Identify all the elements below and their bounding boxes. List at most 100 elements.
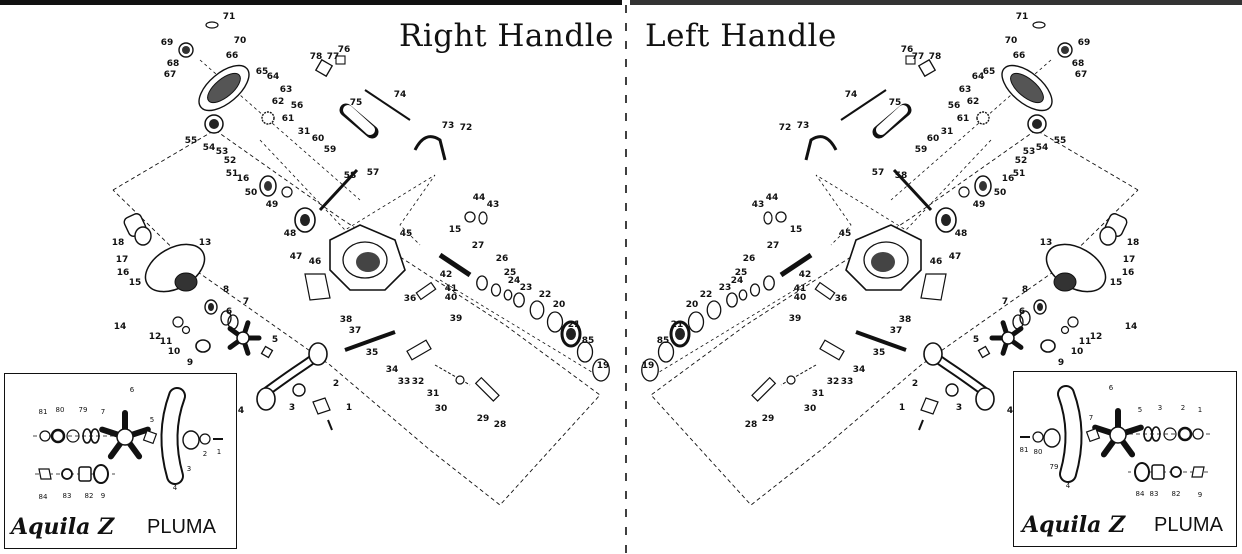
part-number-67: 67 bbox=[164, 70, 177, 80]
spool-washer bbox=[726, 292, 738, 308]
washer bbox=[958, 186, 970, 198]
part-number-71: 71 bbox=[223, 12, 236, 22]
part-number-37: 37 bbox=[349, 326, 362, 336]
part-number-22: 22 bbox=[539, 290, 552, 300]
part-number-3: 3 bbox=[289, 403, 295, 413]
part-number-60: 60 bbox=[927, 134, 940, 144]
part-number-48: 48 bbox=[284, 229, 297, 239]
part-number-28: 28 bbox=[494, 420, 507, 430]
part-number-67: 67 bbox=[1075, 70, 1088, 80]
disc-spring bbox=[220, 310, 232, 326]
side-plate-inner bbox=[1010, 72, 1044, 104]
part-number-52: 52 bbox=[224, 156, 237, 166]
part-number-70: 70 bbox=[1005, 36, 1018, 46]
level-wind-tube-inner bbox=[876, 105, 908, 135]
part-number-71: 71 bbox=[1016, 12, 1029, 22]
part-number-26: 26 bbox=[743, 254, 756, 264]
part-number-55: 55 bbox=[185, 136, 198, 146]
part-number-35: 35 bbox=[366, 348, 379, 358]
disc-spring bbox=[1019, 310, 1031, 326]
part-number-57: 57 bbox=[872, 168, 885, 178]
part-number-75: 75 bbox=[889, 98, 902, 108]
disc-spring bbox=[1143, 426, 1153, 442]
pinion-shaft bbox=[892, 168, 933, 212]
part-number-28: 28 bbox=[745, 420, 758, 430]
handle-arm-inner bbox=[162, 389, 184, 483]
part-number-75: 75 bbox=[350, 98, 363, 108]
part-number-37: 37 bbox=[890, 326, 903, 336]
part-number-7: 7 bbox=[1002, 297, 1008, 307]
inset-part-number-84: 84 bbox=[39, 493, 48, 501]
part-number-27: 27 bbox=[767, 241, 780, 251]
inset-part-number-84: 84 bbox=[1136, 490, 1145, 498]
part-number-2: 2 bbox=[333, 379, 339, 389]
part-number-8: 8 bbox=[223, 285, 229, 295]
part-number-72: 72 bbox=[460, 123, 473, 133]
part-number-49: 49 bbox=[973, 200, 986, 210]
drag-gear-core bbox=[941, 214, 951, 226]
part-number-46: 46 bbox=[309, 257, 322, 267]
inset-part-number-4: 4 bbox=[1066, 482, 1071, 490]
spool-washer bbox=[738, 289, 748, 301]
part-number-69: 69 bbox=[161, 38, 174, 48]
part-number-29: 29 bbox=[762, 414, 775, 424]
bearing-part bbox=[1170, 466, 1182, 478]
inset-part-number-83: 83 bbox=[1150, 490, 1159, 498]
inset-right-model: PLUMA bbox=[1154, 514, 1223, 536]
spool-washer bbox=[513, 292, 525, 308]
part-number-1: 1 bbox=[899, 403, 905, 413]
star-drag-hub bbox=[236, 331, 250, 345]
part-number-60: 60 bbox=[312, 134, 325, 144]
part-number-62: 62 bbox=[272, 97, 285, 107]
retainer bbox=[199, 433, 211, 445]
worm-shaft bbox=[840, 89, 887, 121]
kick-lever bbox=[751, 376, 777, 402]
inset-left-model: PLUMA bbox=[147, 516, 216, 538]
small-gear bbox=[261, 111, 275, 125]
part-number-4: 4 bbox=[238, 406, 244, 416]
frame-cavity-core bbox=[356, 252, 380, 272]
part-number-39: 39 bbox=[450, 314, 463, 324]
spool-washer bbox=[476, 275, 488, 291]
washer bbox=[66, 429, 80, 443]
line-guide-pawl bbox=[413, 135, 447, 161]
part-number-2: 2 bbox=[912, 379, 918, 389]
part-number-76: 76 bbox=[338, 45, 351, 55]
part-number-26: 26 bbox=[496, 254, 509, 264]
part-number-15: 15 bbox=[1110, 278, 1123, 288]
disc-spring bbox=[90, 428, 100, 444]
washer bbox=[478, 211, 488, 225]
small-gear bbox=[976, 111, 990, 125]
clicker-plate bbox=[304, 273, 331, 301]
retainer-plate bbox=[38, 468, 52, 480]
part-number-72: 72 bbox=[779, 123, 792, 133]
part-number-4: 4 bbox=[1007, 406, 1013, 416]
assembly-guide bbox=[259, 139, 436, 246]
washer-core bbox=[1037, 303, 1043, 311]
part-number-70: 70 bbox=[234, 36, 247, 46]
part-number-43: 43 bbox=[752, 200, 765, 210]
part-number-33: 33 bbox=[841, 377, 854, 387]
part-number-62: 62 bbox=[967, 97, 980, 107]
part-number-51: 51 bbox=[1013, 169, 1026, 179]
part-number-13: 13 bbox=[199, 238, 212, 248]
part-number-10: 10 bbox=[1071, 347, 1084, 357]
part-number-21: 21 bbox=[568, 320, 581, 330]
part-number-73: 73 bbox=[797, 121, 810, 131]
part-number-63: 63 bbox=[280, 85, 293, 95]
part-number-47: 47 bbox=[949, 252, 962, 262]
part-number-32: 32 bbox=[412, 377, 425, 387]
part-number-31: 31 bbox=[427, 389, 440, 399]
assembly-outline bbox=[112, 129, 601, 506]
inset-part-number-81: 81 bbox=[39, 408, 48, 416]
spool-shaft bbox=[779, 252, 813, 278]
spool-washer bbox=[576, 341, 594, 363]
inset-part-number-82: 82 bbox=[1172, 490, 1181, 498]
inset-part-number-7: 7 bbox=[101, 408, 105, 416]
part-number-45: 45 bbox=[400, 229, 413, 239]
heading-left-handle: Left Handle bbox=[645, 18, 837, 54]
part-number-53: 53 bbox=[216, 147, 229, 157]
